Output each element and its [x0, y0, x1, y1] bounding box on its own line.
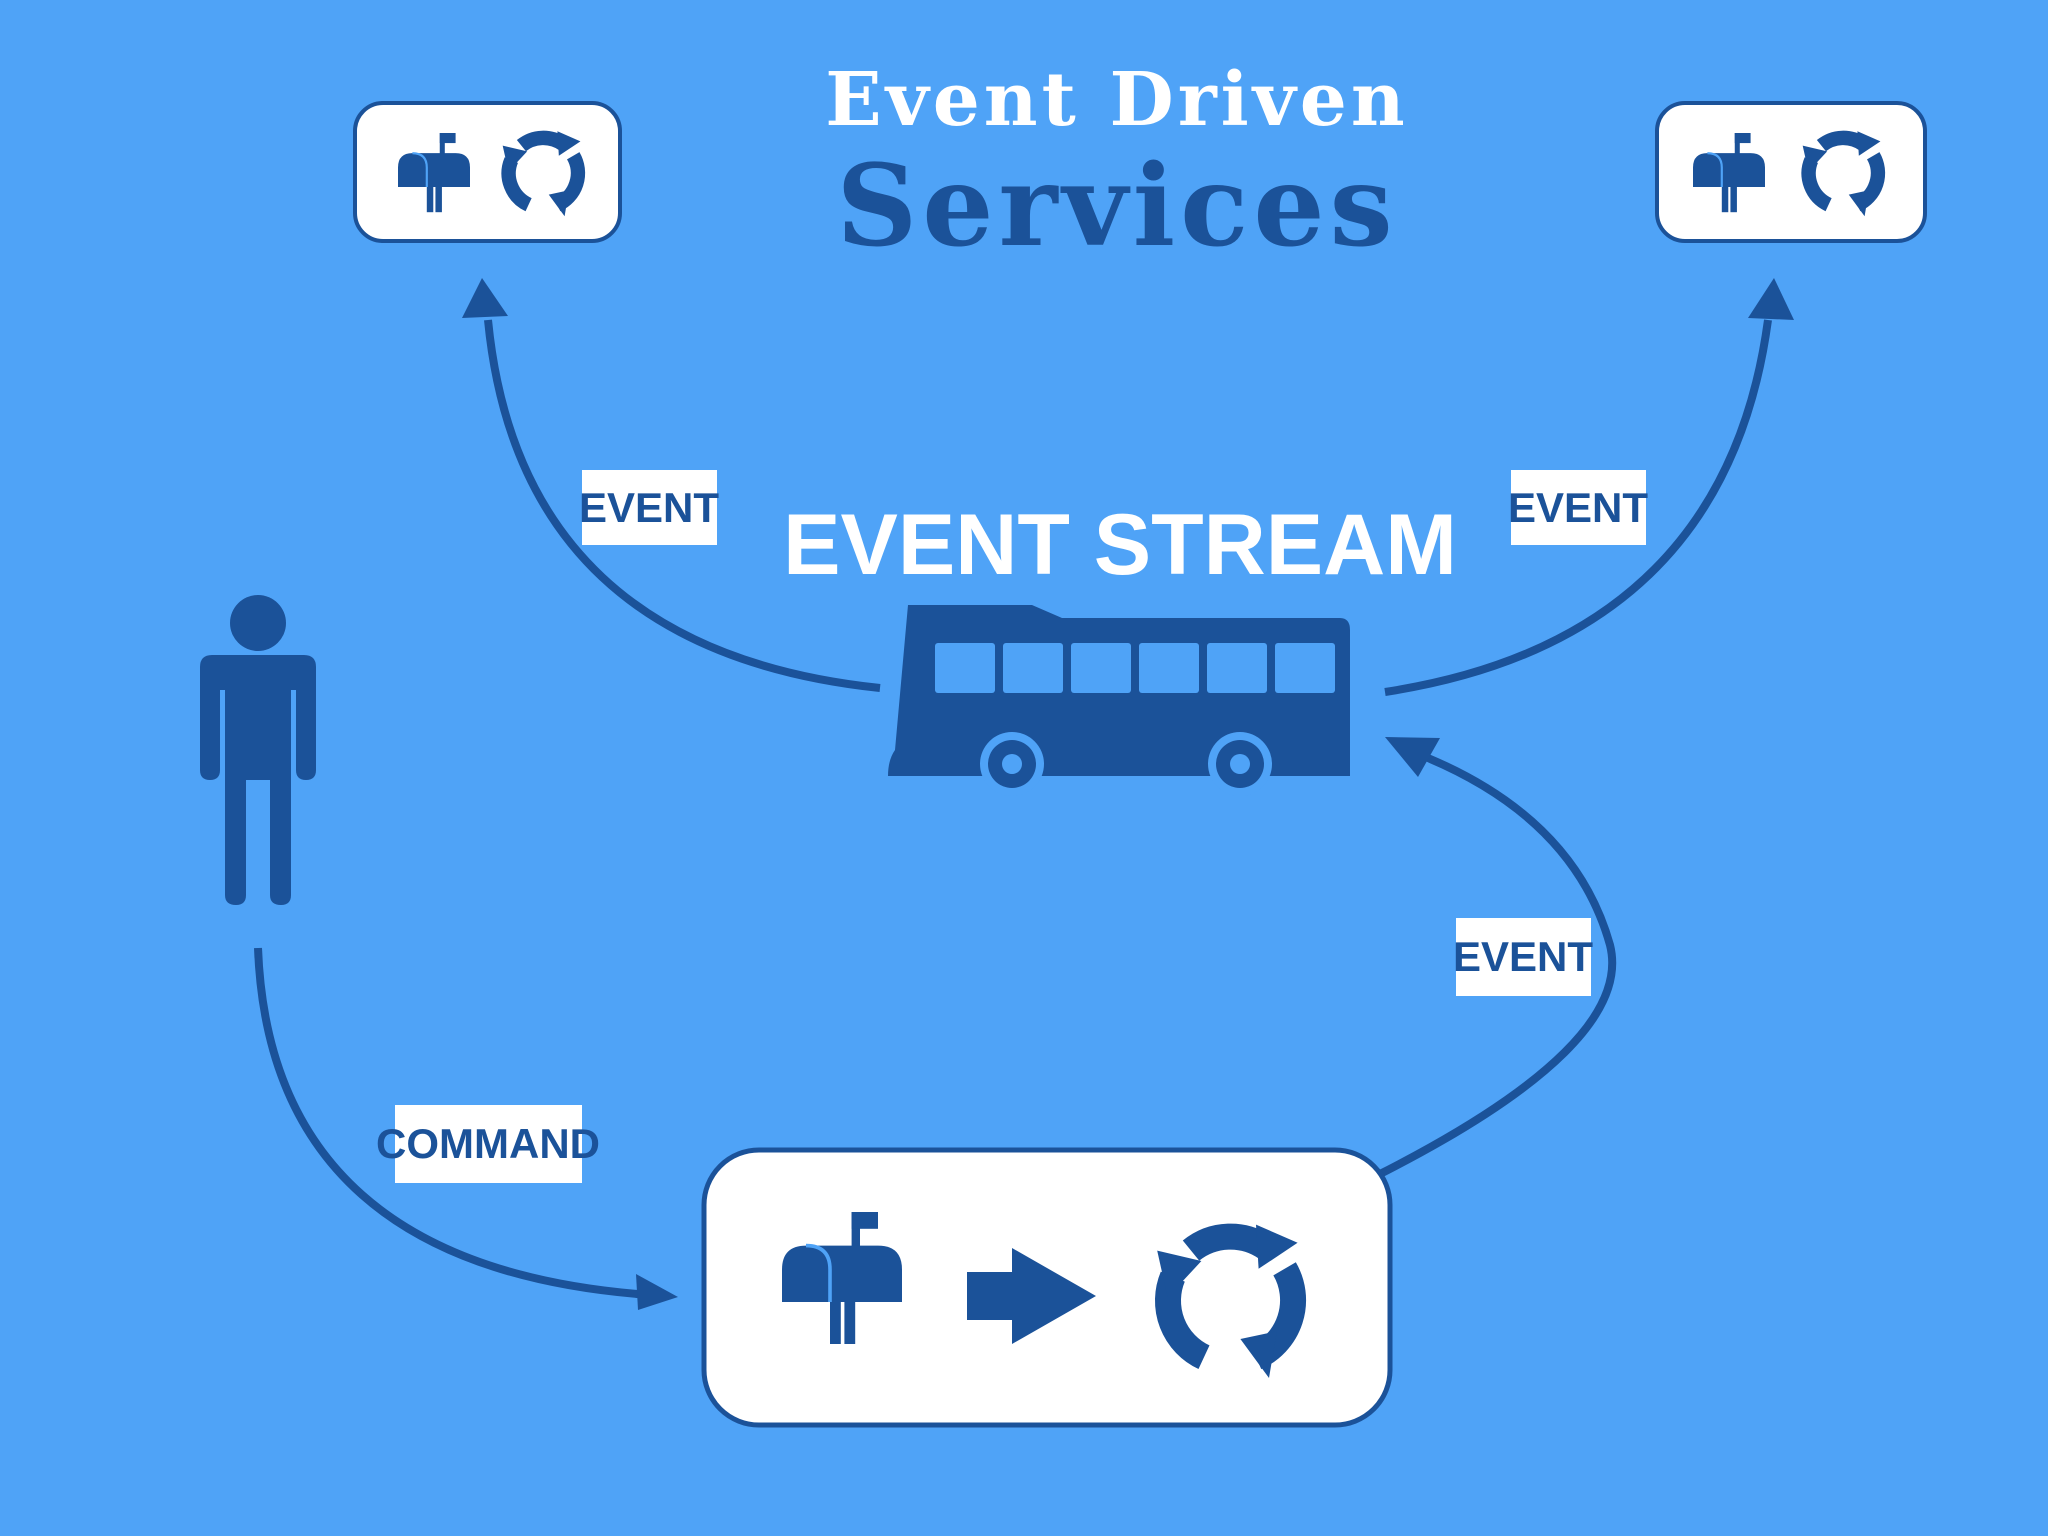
event-label-left: EVENT [579, 470, 719, 545]
event-label-lower-text: EVENT [1453, 933, 1593, 980]
service-box-top-left [353, 101, 622, 243]
command-label-text: COMMAND [376, 1120, 600, 1167]
service-box-top-right [1655, 101, 1927, 243]
event-label-right: EVENT [1508, 470, 1648, 545]
title-line1: Event Driven [825, 57, 1408, 143]
service-box-bottom [701, 1147, 1393, 1428]
event-label-lower: EVENT [1453, 918, 1593, 996]
bus-icon [888, 605, 1350, 796]
person-icon [200, 595, 316, 905]
arrow-stream-to-top-left [462, 278, 881, 692]
command-label: COMMAND [376, 1105, 600, 1183]
event-stream-label: EVENT STREAM [783, 497, 1457, 593]
title-line2: Services [836, 141, 1397, 272]
arrow-person-to-service [254, 947, 678, 1310]
arrow-stream-to-top-right [1384, 278, 1794, 696]
event-label-left-text: EVENT [579, 484, 719, 531]
arrow-service-to-stream [1376, 737, 1617, 1179]
event-label-right-text: EVENT [1508, 484, 1648, 531]
right-arrow-icon [967, 1248, 1096, 1344]
